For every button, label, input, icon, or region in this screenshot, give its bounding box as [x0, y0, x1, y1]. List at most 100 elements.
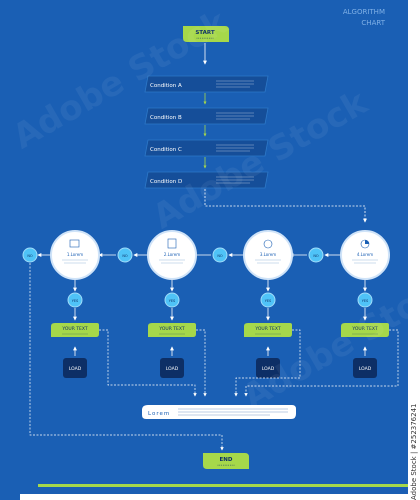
algorithm-chart-canvas: Adobe Stock Adobe Stock Adobe Stock ALGO…: [0, 0, 408, 500]
process-circle-2[interactable]: 2.Lorem: [147, 230, 197, 280]
yes-button-3[interactable]: YES: [260, 292, 276, 308]
yes-button-2[interactable]: YES: [164, 292, 180, 308]
your-text-box-2[interactable]: YOUR TEXT: [148, 323, 196, 337]
yes-button-1[interactable]: YES: [67, 292, 83, 308]
bottom-accent-bar: [38, 484, 408, 487]
condition-c-label: Condition C: [150, 147, 182, 153]
no-button-2-label: NO: [122, 254, 128, 258]
load-button-4-shape: [353, 358, 377, 378]
process-circle-4[interactable]: 4.Lorem: [340, 230, 390, 280]
load-button-2-shape: [160, 358, 184, 378]
yes-button-4-shape: [357, 292, 373, 308]
flowchart: ALGORITHM CHART START •••••••••• Conditi…: [20, 8, 408, 500]
start-dots: ••••••••••: [196, 36, 214, 40]
no-button-1[interactable]: NO: [22, 247, 38, 263]
process-circle-2-label: 2.Lorem: [164, 252, 180, 257]
process-circle-1-shape: [50, 230, 100, 280]
bottom-strip: [20, 494, 408, 500]
yes-button-4-label: YES: [362, 299, 369, 303]
load-button-4-label: LOAD: [359, 366, 372, 372]
start-label: START: [195, 30, 215, 36]
condition-b[interactable]: Condition B: [144, 107, 269, 125]
your-text-box-3-label: YOUR TEXT: [254, 326, 280, 332]
start-shape: [183, 26, 229, 42]
lorem-box-label: Lorem: [148, 411, 170, 417]
condition-b-shape: [144, 107, 269, 125]
process-circle-3-label: 3.Lorem: [260, 252, 276, 257]
start-terminal[interactable]: START ••••••••••: [183, 26, 229, 42]
text-connector-3: [234, 329, 301, 397]
end-label: END: [220, 457, 233, 463]
condition-b-label: Condition B: [150, 115, 182, 121]
your-text-box-2-label: YOUR TEXT: [158, 326, 184, 332]
no-button-4-shape: [308, 247, 324, 263]
no-button-2[interactable]: NO: [117, 247, 133, 263]
load-button-3-label: LOAD: [262, 366, 275, 372]
load-button-1[interactable]: LOAD: [63, 358, 87, 378]
no-button-3-label: NO: [217, 254, 223, 258]
load-button-1-shape: [63, 358, 87, 378]
your-text-box-1-shape: [51, 323, 99, 337]
process-circle-3[interactable]: 3.Lorem: [243, 230, 293, 280]
text-connector-4: [244, 329, 399, 397]
no-button-2-shape: [117, 247, 133, 263]
text-connector-2: [196, 329, 207, 397]
your-text-box-4-shape: [341, 323, 389, 337]
yes-button-2-shape: [164, 292, 180, 308]
condition-a[interactable]: Condition A: [144, 75, 269, 93]
condition-d-connector: [204, 189, 367, 223]
load-button-3-shape: [256, 358, 280, 378]
process-circle-1-label: 1.Lorem: [67, 252, 83, 257]
your-text-box-4-label: YOUR TEXT: [351, 326, 377, 332]
your-text-box-2-shape: [148, 323, 196, 337]
no-button-1-shape: [22, 247, 38, 263]
load-button-2[interactable]: LOAD: [160, 358, 184, 378]
load-button-2-label: LOAD: [166, 366, 179, 372]
process-circle-3-shape: [243, 230, 293, 280]
title-line2: CHART: [361, 19, 385, 27]
load-button-3[interactable]: LOAD: [256, 358, 280, 378]
load-button-4[interactable]: LOAD: [353, 358, 377, 378]
load-button-1-label: LOAD: [69, 366, 82, 372]
monitor-icon: [69, 239, 80, 248]
no-button-1-label: NO: [27, 254, 33, 258]
end-dots: ••••••••••: [217, 463, 235, 467]
lorem-box[interactable]: Lorem: [142, 405, 296, 419]
condition-d-label: Condition D: [150, 179, 182, 185]
condition-d[interactable]: Condition D: [144, 171, 269, 189]
condition-a-label: Condition A: [150, 83, 182, 89]
condition-a-shape: [144, 75, 269, 93]
process-circle-1[interactable]: 1.Lorem: [50, 230, 100, 280]
yes-button-3-shape: [260, 292, 276, 308]
process-circle-2-shape: [147, 230, 197, 280]
end-shape: [203, 453, 249, 469]
yes-button-4[interactable]: YES: [357, 292, 373, 308]
text-connector-1: [99, 329, 197, 397]
your-text-box-4[interactable]: YOUR TEXT: [341, 323, 389, 337]
pie-icon-slice: [365, 240, 369, 244]
no-button-3[interactable]: NO: [212, 247, 228, 263]
process-circle-4-shape: [340, 230, 390, 280]
your-text-box-1[interactable]: YOUR TEXT: [51, 323, 99, 337]
stock-id-label: Adobe Stock | #252376241: [410, 403, 418, 500]
your-text-box-1-label: YOUR TEXT: [61, 326, 87, 332]
condition-d-shape: [144, 171, 269, 189]
no-to-end-connector: [29, 263, 224, 451]
yes-button-1-shape: [67, 292, 83, 308]
no-button-3-shape: [212, 247, 228, 263]
document-icon: [167, 238, 177, 249]
no-button-4[interactable]: NO: [308, 247, 324, 263]
clock-icon: [263, 239, 273, 249]
process-circle-4-label: 4.Lorem: [357, 252, 373, 257]
yes-button-2-label: YES: [169, 299, 176, 303]
your-text-box-3[interactable]: YOUR TEXT: [244, 323, 292, 337]
condition-c[interactable]: Condition C: [144, 139, 269, 157]
end-terminal[interactable]: END ••••••••••: [203, 453, 249, 469]
title-line1: ALGORITHM: [343, 8, 385, 16]
stock-sidebar: [408, 0, 420, 500]
condition-c-shape: [144, 139, 269, 157]
yes-button-3-label: YES: [265, 299, 272, 303]
no-button-4-label: NO: [313, 254, 319, 258]
yes-button-1-label: YES: [72, 299, 79, 303]
your-text-box-3-shape: [244, 323, 292, 337]
